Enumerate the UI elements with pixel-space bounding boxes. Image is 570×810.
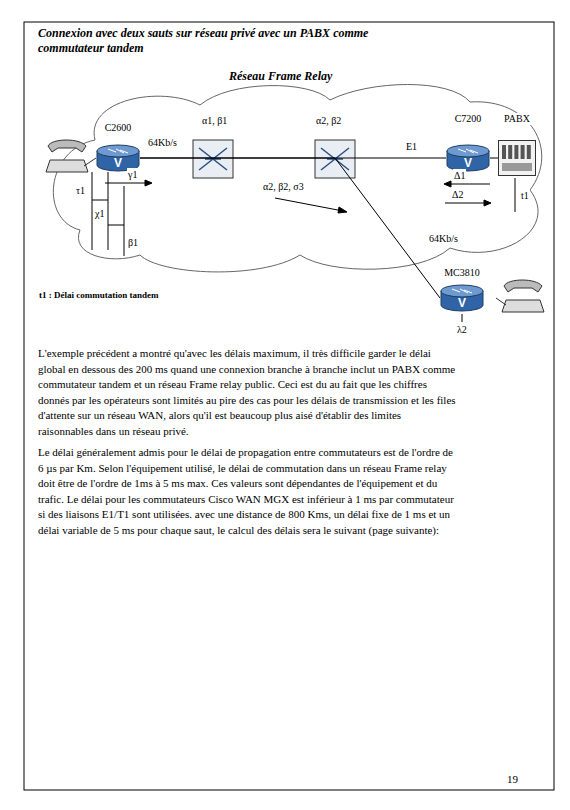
router-node: C7200V bbox=[446, 144, 490, 172]
device-name: MC3810 bbox=[443, 267, 481, 279]
label: λ2 bbox=[456, 323, 468, 336]
link-line bbox=[490, 158, 498, 159]
link-line bbox=[140, 158, 440, 298]
pabx-card bbox=[502, 145, 506, 159]
telephone bbox=[496, 280, 544, 312]
router-arrows bbox=[458, 149, 478, 153]
device-name: PABX bbox=[503, 113, 531, 125]
label: t1 : Délai commutation tandem bbox=[38, 289, 159, 301]
router-arrows bbox=[452, 289, 472, 293]
router-arrows bbox=[108, 149, 128, 153]
label: Δ2 bbox=[451, 188, 464, 201]
label: t1 bbox=[520, 189, 530, 202]
label: 19 bbox=[506, 772, 519, 786]
label: 64Kb/s bbox=[147, 136, 178, 149]
paragraph: L'exemple précédent a montré qu'avec les… bbox=[38, 346, 458, 440]
device-letter: V bbox=[446, 157, 490, 169]
label: 64Kb/s bbox=[428, 232, 459, 245]
label: γ1 bbox=[127, 168, 138, 181]
label: τ1 bbox=[75, 184, 86, 197]
pabx-symbol bbox=[498, 140, 536, 176]
frame-relay-switch bbox=[315, 140, 355, 178]
pabx-card bbox=[514, 145, 518, 159]
title: Connexion avec deux sauts sur réseau pri… bbox=[38, 26, 408, 56]
router-top bbox=[441, 285, 483, 297]
frame-relay-cloud bbox=[53, 85, 541, 272]
label: α2, β2 bbox=[315, 114, 342, 127]
router-top bbox=[97, 145, 139, 157]
device-name: C2600 bbox=[104, 122, 133, 134]
device-letter: V bbox=[440, 297, 484, 309]
label: χ1 bbox=[94, 207, 105, 220]
pabx-node: PABX bbox=[498, 140, 536, 176]
telephone bbox=[46, 140, 96, 172]
pabx-card bbox=[521, 145, 525, 159]
label: Réseau Frame Relay bbox=[228, 68, 333, 84]
pabx-cabinet bbox=[499, 141, 536, 176]
frame-relay-switch bbox=[193, 140, 233, 178]
label: E1 bbox=[405, 140, 418, 153]
device-name: C7200 bbox=[454, 113, 483, 125]
pabx-card bbox=[508, 145, 512, 159]
pabx-panel bbox=[502, 163, 532, 171]
label: β1 bbox=[127, 236, 139, 249]
page-frame bbox=[24, 22, 554, 790]
paragraph: Le délai généralement admis pour le déla… bbox=[38, 445, 458, 539]
label: Δ1 bbox=[453, 169, 466, 182]
router-node: MC3810V bbox=[440, 284, 484, 312]
label: α2, β2, σ3 bbox=[262, 180, 305, 193]
pabx-card bbox=[527, 145, 531, 159]
label: α1, β1 bbox=[201, 114, 228, 127]
router-top bbox=[447, 145, 489, 157]
